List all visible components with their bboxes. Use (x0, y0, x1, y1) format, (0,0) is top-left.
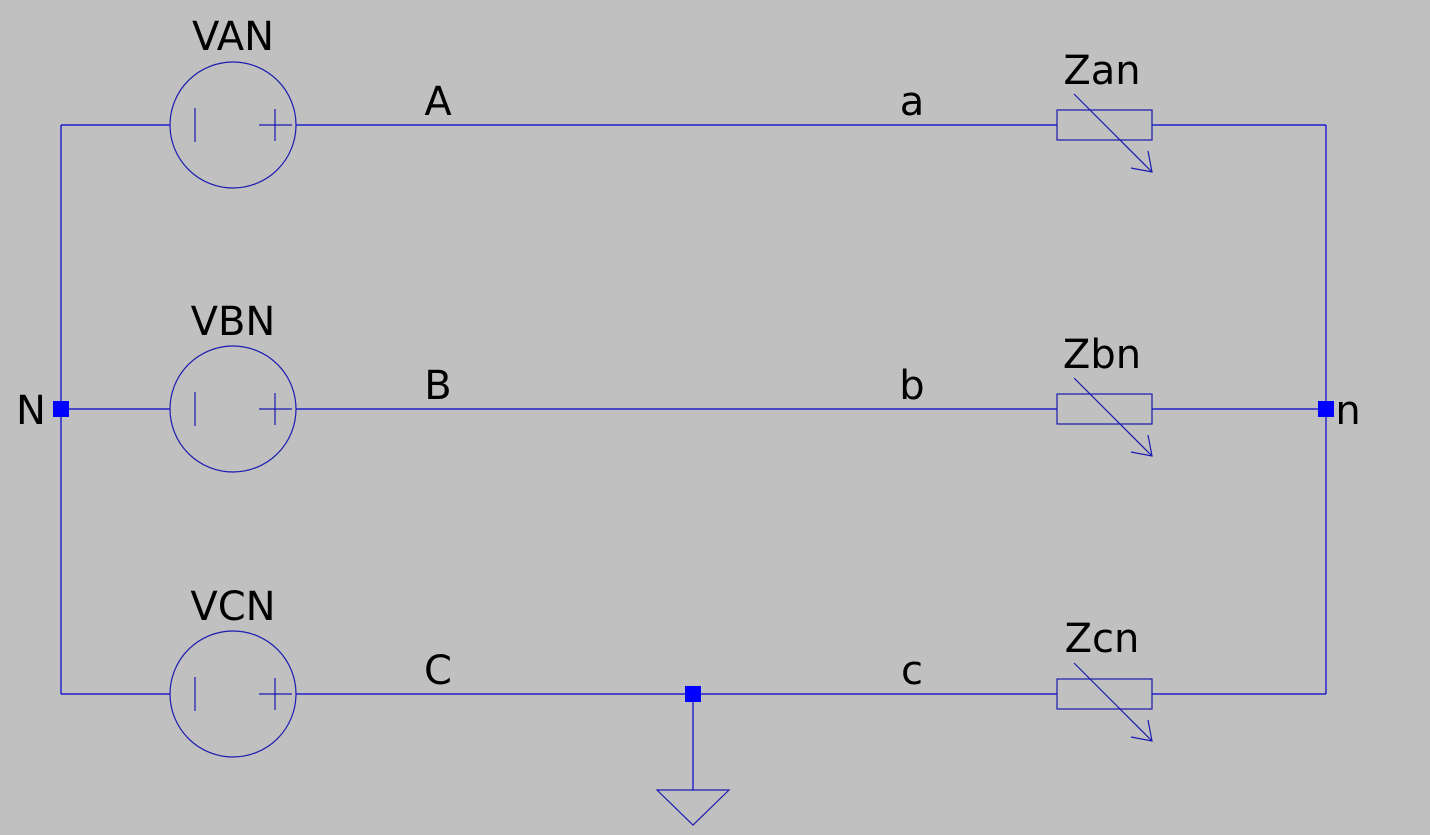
voltage-source-vbn[interactable]: VBN (169, 299, 297, 473)
adjust-arrow-head (1130, 434, 1153, 457)
load-zcn[interactable]: Zcn (1056, 616, 1153, 742)
load-zan[interactable]: Zan (1056, 48, 1153, 173)
load-label-zan: Zan (1063, 48, 1140, 94)
load-zbn[interactable]: Zbn (1056, 332, 1153, 457)
voltage-source-vcn[interactable]: VCN (169, 584, 297, 758)
source-label-vcn: VCN (190, 584, 275, 630)
net-label-c: c (901, 648, 923, 694)
junction-n-source (53, 401, 69, 417)
junction-ground (685, 686, 701, 702)
net-label-b: b (899, 363, 924, 409)
adjust-arrow-head (1130, 150, 1153, 173)
net-label-a: a (900, 79, 925, 125)
net-label-C: C (424, 648, 452, 694)
adjust-arrow-head (1130, 719, 1153, 742)
adjust-arrow-shaft (1073, 377, 1153, 457)
source-label-vbn: VBN (191, 299, 276, 345)
load-label-zbn: Zbn (1063, 332, 1141, 378)
adjust-arrow-shaft (1073, 662, 1153, 742)
wires (60, 124, 1327, 790)
variable-resistor-icon (1056, 109, 1153, 141)
voltage-source-icon (169, 345, 297, 473)
load-label-zcn: Zcn (1065, 616, 1140, 662)
net-label-A: A (424, 79, 452, 125)
net-label-B: B (424, 363, 451, 409)
net-label-n: n (1335, 388, 1360, 434)
voltage-source-icon (169, 630, 297, 758)
variable-resistor-icon (1056, 678, 1153, 710)
voltage-source-van[interactable]: VAN (169, 14, 297, 189)
source-label-van: VAN (192, 14, 274, 60)
junction-n-load (1318, 401, 1334, 417)
adjust-arrow-shaft (1073, 93, 1153, 173)
voltage-source-icon (169, 61, 297, 189)
variable-resistor-icon (1056, 393, 1153, 425)
ground-icon[interactable] (655, 789, 731, 826)
net-label-N: N (16, 388, 46, 434)
